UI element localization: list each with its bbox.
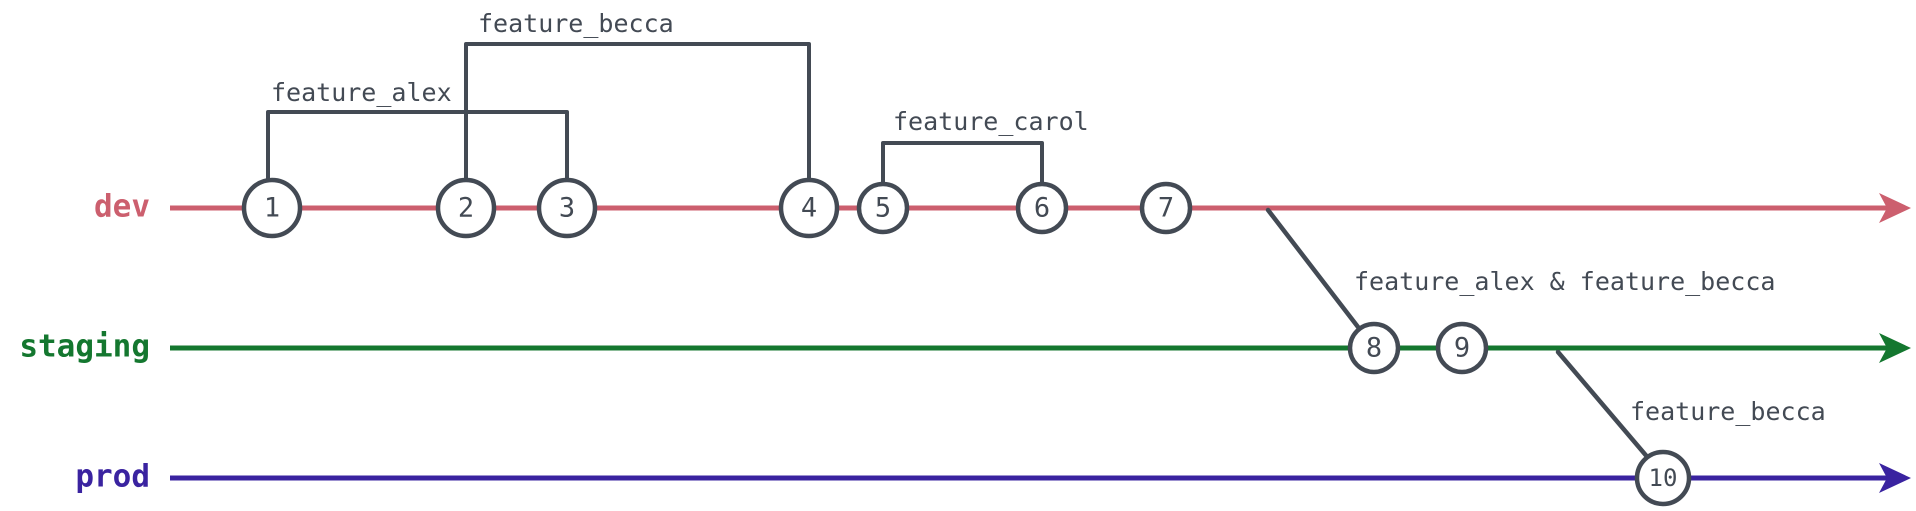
commit-node-3[interactable]: 3 — [536, 177, 598, 239]
bracket-feature-alex — [266, 110, 569, 210]
commit-nodes: 1 2 3 4 5 6 7 8 9 10 — [241, 177, 1692, 507]
commit-node-4[interactable]: 4 — [778, 177, 840, 239]
bracket-feature-becca — [464, 42, 811, 210]
commit-number: 9 — [1454, 333, 1470, 364]
commit-number: 8 — [1366, 333, 1382, 364]
commit-number: 3 — [559, 193, 575, 224]
commit-number: 1 — [264, 193, 280, 224]
commit-node-7[interactable]: 7 — [1139, 181, 1193, 235]
commit-circle[interactable] — [1435, 321, 1489, 375]
merge-edge-dev-to-staging — [1265, 207, 1371, 343]
commit-number: 6 — [1034, 193, 1050, 224]
merge-edges — [1265, 207, 1658, 469]
commit-circle[interactable] — [1015, 181, 1069, 235]
commit-circle[interactable] — [778, 177, 840, 239]
feature-label-carol: feature_carol — [893, 107, 1089, 136]
commit-circle[interactable] — [241, 177, 303, 239]
branch-label-dev: dev — [94, 189, 150, 225]
feature-label-becca: feature_becca — [478, 9, 674, 38]
commit-node-6[interactable]: 6 — [1015, 181, 1069, 235]
feature-label-alex: feature_alex — [271, 78, 452, 107]
commit-node-10[interactable]: 10 — [1634, 449, 1692, 507]
commit-node-9[interactable]: 9 — [1435, 321, 1489, 375]
merge-edge-staging-to-prod — [1555, 349, 1658, 469]
commit-node-2[interactable]: 2 — [435, 177, 497, 239]
commit-number: 5 — [875, 193, 891, 224]
commit-number: 4 — [801, 193, 817, 224]
commit-number: 10 — [1649, 464, 1678, 492]
commit-circle[interactable] — [1347, 321, 1401, 375]
feature-brackets — [266, 42, 1044, 210]
commit-circle[interactable] — [1139, 181, 1193, 235]
commit-circle[interactable] — [435, 177, 497, 239]
commit-circle[interactable] — [856, 181, 910, 235]
commit-node-1[interactable]: 1 — [241, 177, 303, 239]
branch-label-staging: staging — [19, 329, 150, 365]
merge-label-becca: feature_becca — [1630, 397, 1826, 426]
commit-circle[interactable] — [1634, 449, 1692, 507]
bracket-feature-carol — [881, 141, 1044, 210]
branch-label-prod: prod — [75, 459, 150, 495]
merge-label-alex-and-becca: feature_alex & feature_becca — [1354, 267, 1775, 296]
commit-number: 7 — [1158, 193, 1174, 224]
commit-circle[interactable] — [536, 177, 598, 239]
commit-node-8[interactable]: 8 — [1347, 321, 1401, 375]
commit-node-5[interactable]: 5 — [856, 181, 910, 235]
commit-number: 2 — [458, 193, 474, 224]
